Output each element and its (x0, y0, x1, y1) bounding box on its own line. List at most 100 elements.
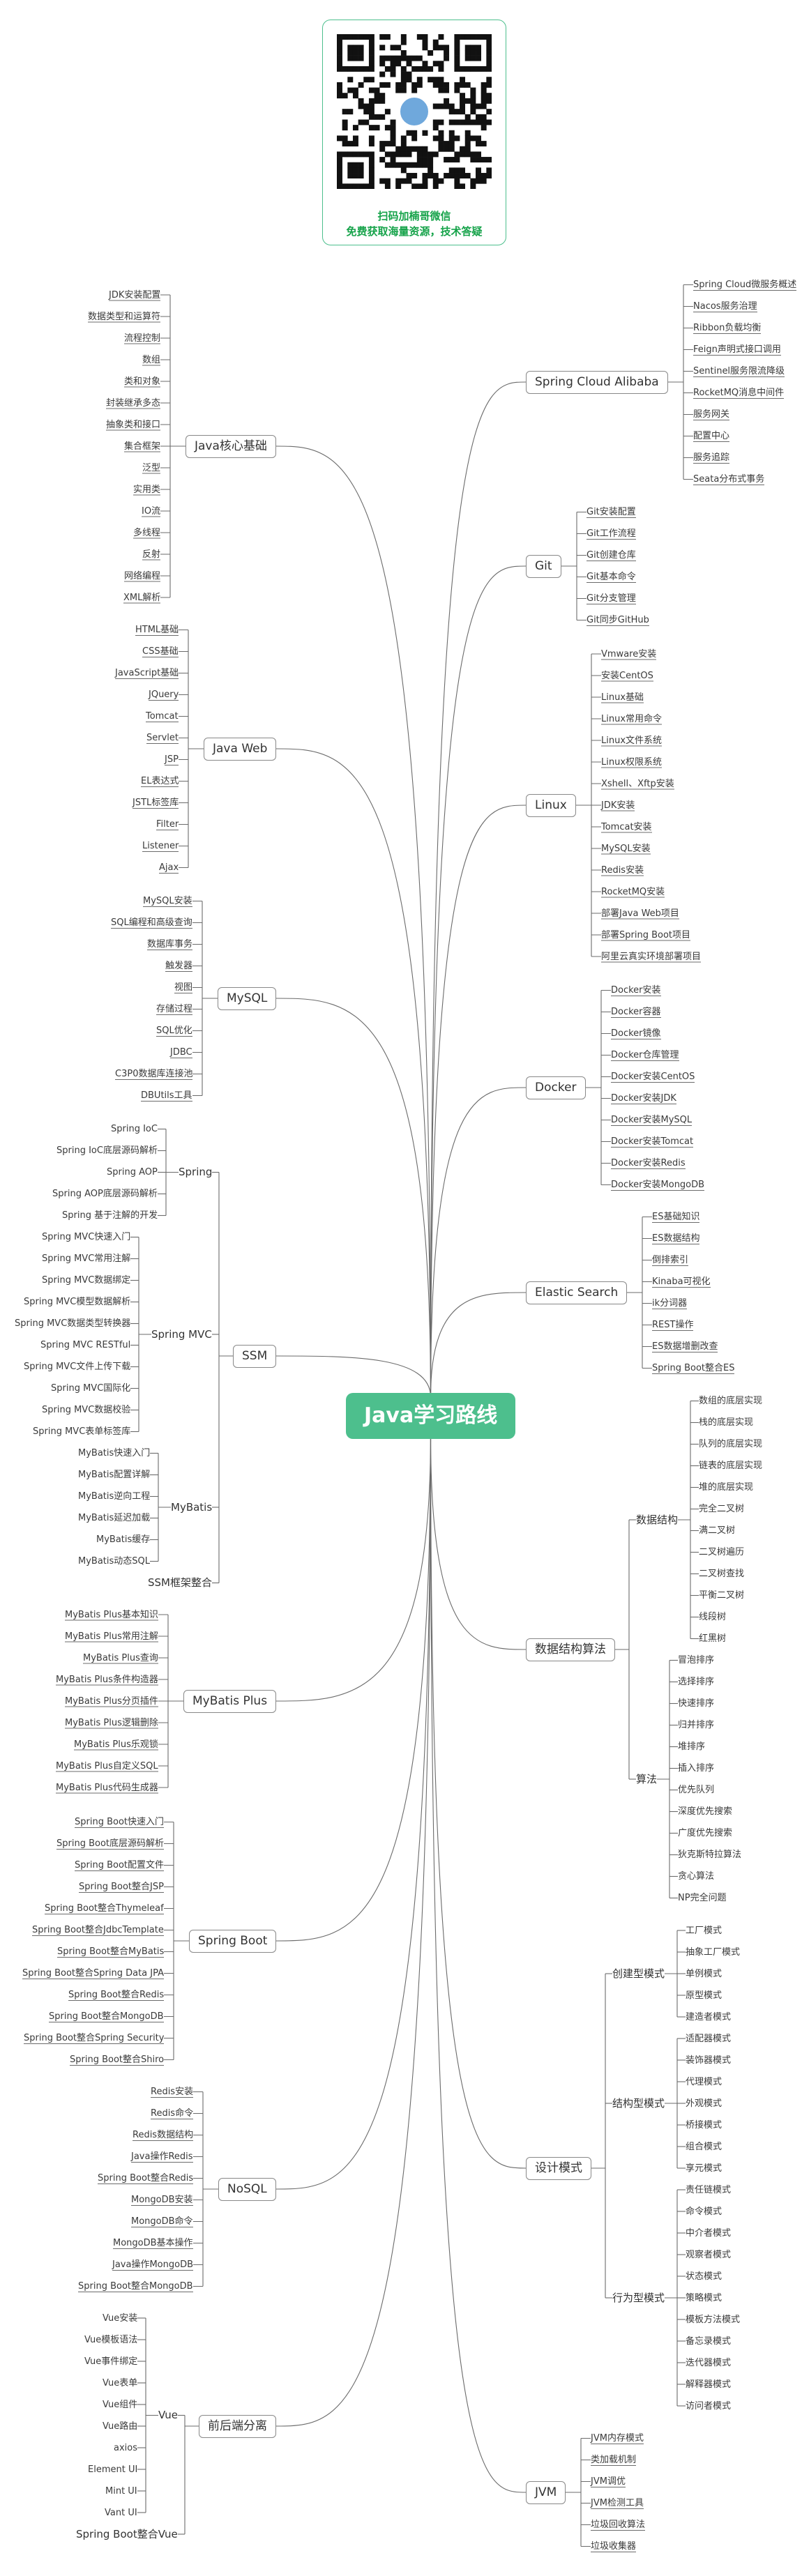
leaf-dsa-0-5[interactable]: 完全二叉树 (699, 1504, 745, 1514)
leaf-elastic-4[interactable]: ik分词器 (652, 1298, 688, 1309)
leaf-mysql-1[interactable]: SQL编程和高级查询 (111, 917, 192, 928)
leaf-java-core-3[interactable]: 数组 (142, 354, 161, 365)
leaf-spring-boot-3[interactable]: Spring Boot整合JSP (79, 1882, 164, 1892)
branch-dsa[interactable]: 数据结构算法 (526, 1638, 615, 1661)
leaf-nosql-5[interactable]: MongoDB安装 (131, 2195, 193, 2205)
leaf-linux-4[interactable]: Linux文件系统 (601, 735, 663, 746)
branch-mybatis-plus[interactable]: MyBatis Plus (183, 1689, 277, 1713)
leaf-spring-cloud-2[interactable]: Ribbon负载均衡 (693, 323, 762, 333)
leaf-dsa-1-0[interactable]: 冒泡排序 (678, 1655, 715, 1666)
leaf-spring-cloud-9[interactable]: Seata分布式事务 (693, 474, 765, 485)
leaf-nosql-3[interactable]: Java操作Redis (131, 2151, 193, 2162)
leaf-ssm-1-8[interactable]: Spring MVC数据校验 (42, 1405, 131, 1415)
leaf-mybatis-plus-3[interactable]: MyBatis Plus条件构造器 (56, 1674, 158, 1685)
leaf-ssm-1-4[interactable]: Spring MVC数据类型转换器 (15, 1318, 131, 1329)
branch-mysql[interactable]: MySQL (218, 986, 277, 1010)
branch-linux[interactable]: Linux (526, 793, 576, 817)
leaf-dsa-1-2[interactable]: 快速排序 (678, 1698, 715, 1709)
leaf-java-web-2[interactable]: JavaScript基础 (115, 668, 179, 678)
leaf-dsa-1-4[interactable]: 堆排序 (678, 1742, 706, 1752)
leaf-dsa-1-6[interactable]: 优先队列 (678, 1785, 715, 1795)
leaf-ssm-0-2[interactable]: Spring AOP (107, 1167, 158, 1178)
leaf-linux-7[interactable]: JDK安装 (601, 800, 635, 811)
group-ssm-3[interactable]: SSM框架整合 (148, 1576, 212, 1589)
leaf-design-1-3[interactable]: 外观模式 (686, 2098, 722, 2109)
leaf-dsa-0-0[interactable]: 数组的底层实现 (699, 1396, 763, 1406)
leaf-design-0-4[interactable]: 建造者模式 (686, 2011, 732, 2022)
leaf-git-0[interactable]: Git安装配置 (587, 507, 636, 517)
leaf-dsa-1-7[interactable]: 深度优先搜索 (678, 1806, 733, 1817)
leaf-java-web-7[interactable]: EL表达式 (141, 776, 179, 786)
leaf-docker-4[interactable]: Docker安装CentOS (611, 1072, 695, 1082)
leaf-frontend-0-0[interactable]: Vue安装 (103, 2312, 138, 2324)
leaf-frontend-0-3[interactable]: Vue表单 (103, 2377, 138, 2388)
leaf-spring-boot-5[interactable]: Spring Boot整合JdbcTemplate (32, 1925, 164, 1935)
leaf-linux-0[interactable]: Vmware安装 (601, 648, 657, 660)
leaf-dsa-0-8[interactable]: 二叉树查找 (699, 1569, 745, 1579)
leaf-mysql-3[interactable]: 触发器 (165, 961, 193, 971)
leaf-nosql-9[interactable]: Spring Boot整合MongoDB (78, 2281, 193, 2292)
leaf-elastic-6[interactable]: ES数据增删改查 (652, 1341, 718, 1352)
leaf-frontend-0-6[interactable]: axios (114, 2442, 137, 2453)
leaf-java-core-14[interactable]: XML解析 (123, 592, 161, 603)
leaf-ssm-2-3[interactable]: MyBatis延迟加载 (78, 1513, 151, 1523)
leaf-ssm-2-1[interactable]: MyBatis配置详解 (78, 1470, 151, 1480)
leaf-ssm-1-1[interactable]: Spring MVC常用注解 (42, 1253, 131, 1264)
leaf-design-2-10[interactable]: 访问者模式 (686, 2400, 732, 2411)
leaf-design-2-1[interactable]: 命令模式 (686, 2206, 722, 2217)
branch-spring-boot[interactable]: Spring Boot (189, 1929, 277, 1953)
leaf-ssm-2-4[interactable]: MyBatis缓存 (96, 1534, 151, 1545)
group-design-1[interactable]: 结构型模式 (612, 2096, 665, 2110)
leaf-docker-3[interactable]: Docker仓库管理 (611, 1050, 679, 1060)
leaf-spring-cloud-1[interactable]: Nacos服务治理 (693, 301, 757, 312)
leaf-mybatis-plus-2[interactable]: MyBatis Plus查询 (83, 1652, 158, 1663)
leaf-git-2[interactable]: Git创建仓库 (587, 550, 636, 561)
leaf-java-core-1[interactable]: 数据类型和运算符 (88, 311, 161, 322)
branch-ssm[interactable]: SSM (233, 1344, 277, 1368)
leaf-design-1-6[interactable]: 享元模式 (686, 2163, 722, 2174)
leaf-ssm-2-5[interactable]: MyBatis动态SQL (78, 1556, 151, 1567)
leaf-linux-2[interactable]: Linux基础 (601, 692, 644, 703)
branch-nosql[interactable]: NoSQL (218, 2177, 276, 2201)
group-design-2[interactable]: 行为型模式 (612, 2291, 665, 2304)
group-frontend-0[interactable]: Vue (158, 2409, 178, 2421)
leaf-java-core-10[interactable]: IO流 (142, 505, 161, 517)
leaf-linux-6[interactable]: Xshell、Xftp安装 (601, 778, 674, 789)
leaf-frontend-0-4[interactable]: Vue组件 (103, 2399, 138, 2410)
leaf-spring-boot-0[interactable]: Spring Boot快速入门 (75, 1817, 165, 1827)
leaf-nosql-1[interactable]: Redis命令 (151, 2108, 194, 2119)
leaf-nosql-7[interactable]: MongoDB基本操作 (113, 2238, 193, 2248)
leaf-docker-5[interactable]: Docker安装JDK (611, 1093, 676, 1104)
leaf-spring-cloud-0[interactable]: Spring Cloud微服务概述 (693, 280, 797, 290)
leaf-design-2-3[interactable]: 观察者模式 (686, 2249, 732, 2260)
leaf-design-1-0[interactable]: 适配器模式 (686, 2033, 732, 2044)
root-topic[interactable]: Java学习路线 (346, 1393, 516, 1439)
leaf-design-1-2[interactable]: 代理模式 (686, 2076, 722, 2087)
leaf-ssm-0-1[interactable]: Spring IoC底层源码解析 (56, 1145, 158, 1156)
branch-docker[interactable]: Docker (526, 1076, 586, 1099)
leaf-mysql-9[interactable]: DBUtils工具 (141, 1090, 192, 1101)
leaf-dsa-0-11[interactable]: 红黑树 (699, 1633, 727, 1644)
leaf-mybatis-plus-4[interactable]: MyBatis Plus分页插件 (65, 1695, 158, 1707)
leaf-ssm-0-4[interactable]: Spring 基于注解的开发 (62, 1210, 158, 1221)
leaf-java-web-11[interactable]: Ajax (159, 862, 179, 873)
leaf-ssm-1-5[interactable]: Spring MVC RESTful (40, 1340, 131, 1350)
leaf-linux-12[interactable]: 部署Java Web项目 (601, 908, 679, 919)
leaf-spring-boot-1[interactable]: Spring Boot底层源码解析 (56, 1838, 165, 1849)
leaf-nosql-2[interactable]: Redis数据结构 (133, 2130, 194, 2140)
leaf-frontend-0-8[interactable]: Mint UI (105, 2485, 137, 2497)
leaf-java-web-8[interactable]: JSTL标签库 (133, 798, 179, 808)
leaf-git-3[interactable]: Git基本命令 (587, 572, 636, 582)
leaf-mybatis-plus-8[interactable]: MyBatis Plus代码生成器 (56, 1782, 158, 1793)
leaf-docker-9[interactable]: Docker安装MongoDB (611, 1180, 705, 1190)
branch-design[interactable]: 设计模式 (526, 2156, 591, 2180)
leaf-spring-boot-4[interactable]: Spring Boot整合Thymeleaf (45, 1903, 164, 1914)
leaf-dsa-1-9[interactable]: 狄克斯特拉算法 (678, 1850, 742, 1860)
leaf-elastic-1[interactable]: ES数据结构 (652, 1233, 700, 1244)
leaf-elastic-7[interactable]: Spring Boot整合ES (652, 1363, 735, 1373)
leaf-nosql-4[interactable]: Spring Boot整合Redis (98, 2173, 194, 2183)
leaf-linux-1[interactable]: 安装CentOS (601, 670, 653, 681)
leaf-frontend-0-2[interactable]: Vue事件绑定 (84, 2356, 138, 2367)
leaf-linux-3[interactable]: Linux常用命令 (601, 713, 663, 724)
leaf-design-1-1[interactable]: 装饰器模式 (686, 2055, 732, 2066)
